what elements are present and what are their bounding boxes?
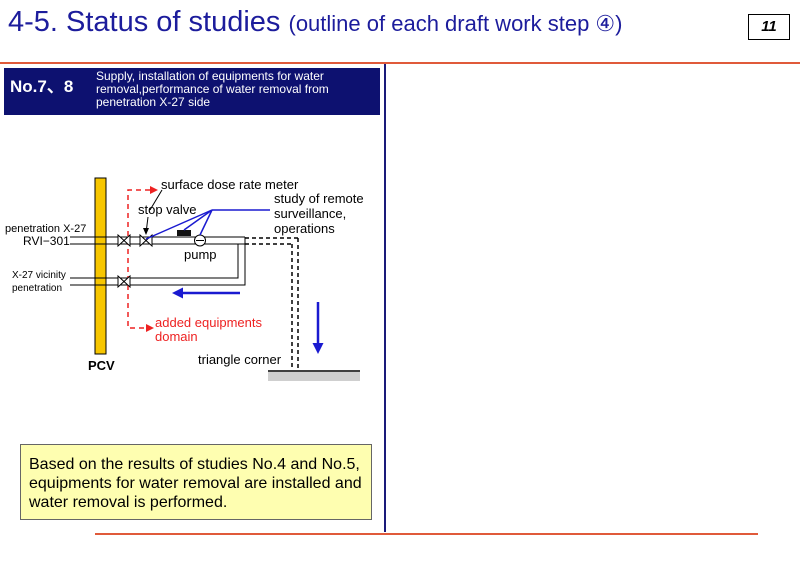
valve-vicinity-a [117, 274, 125, 289]
label-triangle-corner: triangle corner [198, 352, 282, 367]
label-penetration-x27: penetration X-27 [5, 223, 86, 235]
callout-remote-meter [183, 209, 213, 231]
stop-valve-pointer-head [143, 228, 149, 235]
callout-remote-pump [199, 209, 213, 236]
title-main: 4-5. Status of studies [8, 6, 281, 38]
added-domain-boundary [127, 189, 150, 329]
label-surface-dose-rate-meter: surface dose rate meter [161, 177, 299, 192]
label-remote-line1: study of remote [274, 191, 364, 206]
floor-hatch [268, 372, 360, 381]
return-pipe-outer [126, 237, 246, 286]
title-subtitle: (outline of each draft work step ④) [288, 11, 623, 36]
dose-meter-pointer [149, 189, 163, 211]
label-pump: pump [184, 247, 217, 262]
label-pcv: PCV [88, 358, 115, 373]
domain-arrow-top [150, 186, 158, 194]
flow-arrow-left-head [172, 287, 183, 299]
stop-valve-a [139, 233, 147, 248]
return-pipe-inner [126, 244, 239, 279]
bottom-rule [95, 533, 758, 535]
valve-x27-left-a [117, 233, 125, 248]
step-description: Supply, installation of equipments for w… [96, 69, 329, 109]
summary-box: Based on the results of studies No.4 and… [20, 444, 372, 520]
pcv-wall [94, 177, 107, 355]
top-rule [0, 62, 800, 64]
page-title: 4-5. Status of studies (outline of each … [8, 6, 623, 39]
label-remote-line2: surveillance, [274, 206, 346, 221]
label-penetration: penetration [12, 283, 62, 294]
vertical-divider [384, 64, 386, 532]
label-stop-valve: stop valve [138, 202, 197, 217]
label-remote-line3: operations [274, 221, 335, 236]
label-added-equipments: added equipments [155, 315, 262, 330]
label-x27-vicinity: X-27 vicinity [12, 270, 66, 281]
page-number: 11 [748, 14, 790, 40]
valve-x27-left-b [123, 233, 131, 248]
domain-arrow-bottom [146, 324, 154, 332]
step-header: No.7、8 Supply, installation of equipment… [4, 68, 380, 115]
label-domain: domain [155, 329, 198, 344]
flow-arrow-down-head [312, 343, 324, 354]
dose-meter-block [177, 230, 191, 236]
valve-vicinity-b [123, 274, 131, 289]
callout-remote-valve [145, 209, 213, 240]
label-rvi-301: RVI−301 [23, 234, 70, 248]
step-number: No.7、8 [10, 77, 74, 96]
